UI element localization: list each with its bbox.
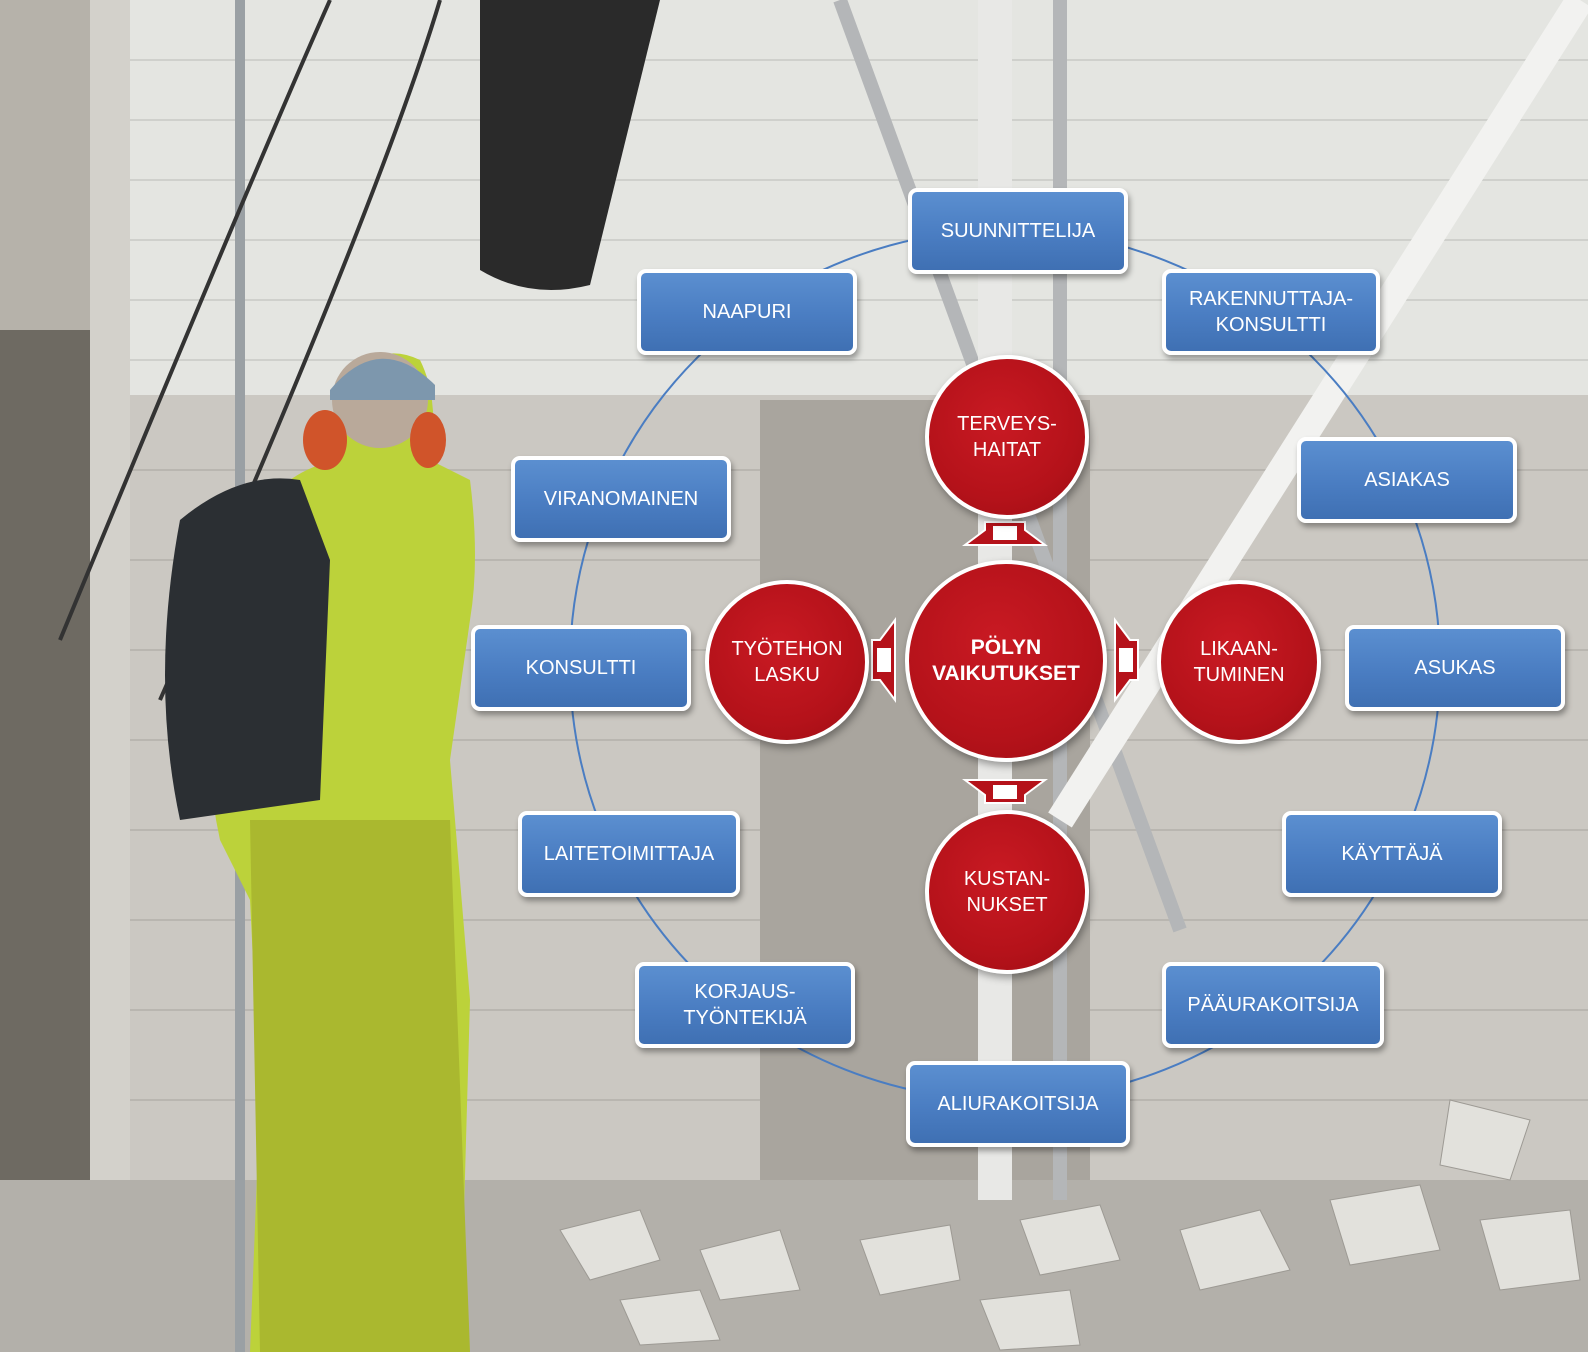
impact-soiling: LIKAAN- TUMINEN: [1157, 580, 1321, 744]
node-customer: ASIAKAS: [1297, 437, 1517, 523]
node-authority: VIRANOMAINEN: [511, 456, 731, 542]
node-subcontractor: ALIURAKOITSIJA: [906, 1061, 1130, 1147]
node-neighbour: NAAPURI: [637, 269, 857, 355]
center-circle-dust-effects: PÖLYN VAIKUTUKSET: [905, 560, 1107, 762]
node-repair-worker: KORJAUS- TYÖNTEKIJÄ: [635, 962, 855, 1048]
node-resident: ASUKAS: [1345, 625, 1565, 711]
impact-productivity-loss: TYÖTEHON LASKU: [705, 580, 869, 744]
node-equipment-supplier: LAITETOIMITTAJA: [518, 811, 740, 897]
node-main-contractor: PÄÄURAKOITSIJA: [1162, 962, 1384, 1048]
node-designer: SUUNNITTELIJA: [908, 188, 1128, 274]
impact-costs: KUSTAN- NUKSET: [925, 810, 1089, 974]
node-developer-consultant: RAKENNUTTAJA- KONSULTTI: [1162, 269, 1380, 355]
node-consultant: KONSULTTI: [471, 625, 691, 711]
node-user: KÄYTTÄJÄ: [1282, 811, 1502, 897]
arrow-highlights: [877, 526, 1133, 799]
impact-health-hazards: TERVEYS- HAITAT: [925, 355, 1089, 519]
